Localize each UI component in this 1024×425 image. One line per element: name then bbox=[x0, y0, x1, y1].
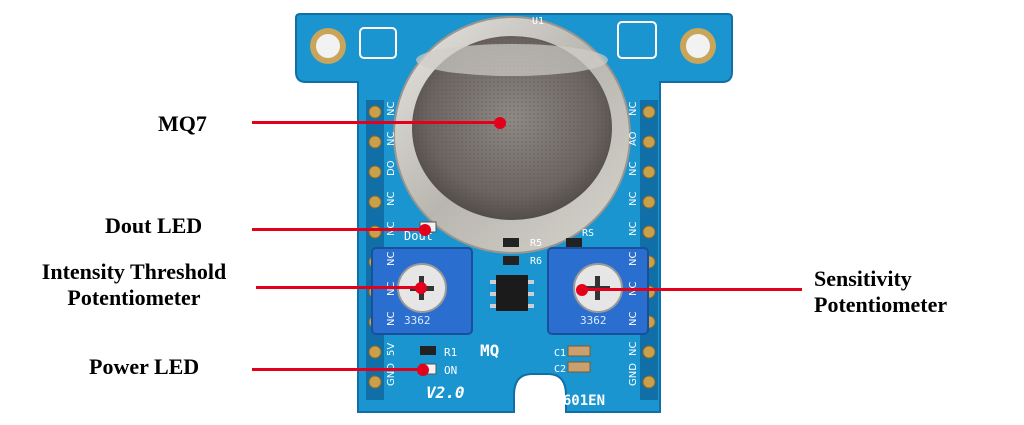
right-pin-label: NC bbox=[628, 162, 639, 176]
threshold-pot-leader-line bbox=[256, 286, 420, 289]
resistor-r6 bbox=[503, 256, 519, 265]
capacitor-c2 bbox=[567, 361, 591, 373]
silk-r1: R1 bbox=[444, 346, 457, 359]
left-pin-label: 5V bbox=[386, 343, 397, 356]
threshold-pot-leader-dot bbox=[415, 282, 427, 294]
threshold-pot-callout-line1: Intensity Threshold bbox=[41, 259, 227, 284]
right-pin-label: NC bbox=[628, 102, 639, 116]
right-pin-label: GND bbox=[628, 363, 639, 386]
silkscreen: V2.0 GB601EN MQ Dout ON R1 R5 R6 RS C1 C… bbox=[404, 16, 607, 409]
left-pin-label: NC bbox=[386, 312, 397, 326]
silk-rs: RS bbox=[582, 228, 594, 239]
silk-r5: R5 bbox=[530, 238, 542, 249]
resistor-r5 bbox=[503, 238, 519, 247]
mq7-leader-line bbox=[252, 121, 498, 124]
left-pin-label: GND bbox=[386, 363, 397, 386]
silk-r6: R6 bbox=[530, 256, 542, 267]
right-pin-label: NC bbox=[628, 342, 639, 356]
dout-led-leader-line bbox=[252, 228, 420, 231]
dout-led-callout-label: Dout LED bbox=[105, 213, 203, 238]
pot-code-right: 3362 bbox=[580, 314, 607, 327]
sensitivity-pot-callout-line1: Sensitivity bbox=[814, 266, 912, 291]
power-led-leader-line bbox=[252, 368, 420, 371]
silk-on: ON bbox=[444, 364, 457, 377]
right-pin-label: NC bbox=[628, 192, 639, 206]
left-pin-label: NC bbox=[386, 252, 397, 266]
silk-version: V2.0 bbox=[426, 383, 465, 402]
sensitivity-pot-leader-dot bbox=[576, 284, 588, 296]
sensitivity-pot-callout-label: Sensitivity Potentiometer bbox=[814, 266, 947, 318]
sensitivity-pot-leader-line bbox=[584, 288, 802, 291]
right-pin-label: AO bbox=[628, 131, 639, 146]
right-pin-label: NC bbox=[628, 252, 639, 266]
silk-u1: U1 bbox=[532, 16, 544, 27]
threshold-pot-callout-line2: Potentiometer bbox=[67, 285, 201, 310]
power-led-leader-dot bbox=[417, 364, 429, 376]
silk-model: GB601EN bbox=[546, 393, 605, 409]
power-led-callout-label: Power LED bbox=[89, 354, 200, 379]
mq7-sensor bbox=[393, 16, 631, 254]
right-pin-label: NC bbox=[628, 222, 639, 236]
left-pin-label: NC bbox=[386, 132, 397, 146]
capacitor-c1 bbox=[567, 345, 591, 357]
mq7-leader-dot bbox=[494, 117, 506, 129]
comparator-ic bbox=[490, 275, 534, 311]
pot-code-left: 3362 bbox=[404, 314, 431, 327]
silk-c1: C1 bbox=[554, 348, 566, 359]
left-pin-label: NC bbox=[386, 102, 397, 116]
dout-led-leader-dot bbox=[419, 224, 431, 236]
resistor-rs bbox=[566, 238, 582, 247]
left-pin-label: NC bbox=[386, 192, 397, 206]
sensitivity-pot-callout-line2: Potentiometer bbox=[814, 292, 948, 317]
threshold-pot-callout-label: Intensity Threshold Potentiometer bbox=[16, 259, 252, 311]
right-pin-label: NC bbox=[628, 312, 639, 326]
silk-c2: C2 bbox=[554, 364, 566, 375]
left-pin-label: DO bbox=[386, 160, 397, 176]
mq7-callout-label: MQ7 bbox=[158, 111, 207, 136]
resistor-r1 bbox=[420, 346, 436, 355]
silk-mq: MQ bbox=[480, 341, 499, 360]
